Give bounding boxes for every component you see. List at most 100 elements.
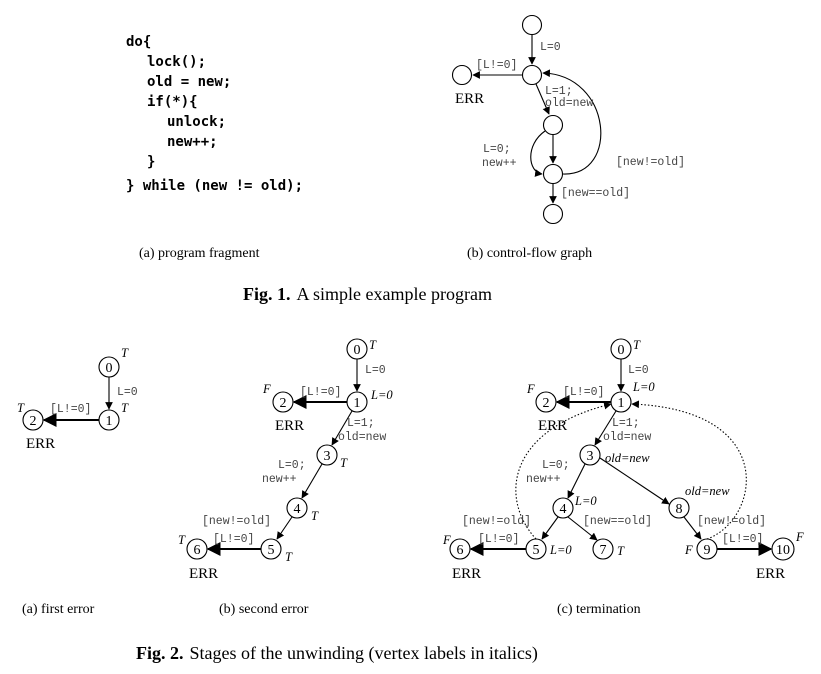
vertex-label: F (795, 530, 804, 544)
cfg-node (542, 163, 564, 185)
tree-edge-label: [L!=0] (213, 533, 254, 546)
tree-edge-label: new++ (526, 473, 561, 486)
code-line: if(*){ (147, 94, 198, 110)
vertex-label: T (121, 346, 129, 360)
code-line: new++; (167, 134, 218, 150)
vertex-label: T (369, 338, 377, 352)
subcaption-2a: (a) first error (22, 602, 95, 617)
tree-edge-label: [L!=0] (50, 403, 91, 416)
tree-node (552, 497, 574, 519)
node-id: 4 (560, 502, 567, 517)
tree-edge-label: [new!=old] (462, 515, 531, 528)
vertex-label: old=new (605, 451, 650, 465)
vertex-label: T (340, 456, 348, 470)
node-id: 7 (600, 543, 607, 558)
vertex-label: old=new (685, 484, 730, 498)
err-label: ERR (538, 418, 567, 434)
figure-1-caption: Fig. 1. A simple example program (243, 284, 492, 304)
node-id: 6 (194, 543, 201, 558)
vertex-label: T (178, 533, 186, 547)
vertex-label: F (684, 543, 693, 557)
node-id: 2 (543, 396, 550, 411)
node-id: 1 (618, 396, 625, 411)
subcaption-2b: (b) second error (219, 602, 309, 617)
node-id: 5 (533, 543, 540, 558)
cfg-edge-label: L=1; (545, 85, 573, 98)
node-id: 8 (676, 502, 683, 517)
node-id: 0 (106, 361, 113, 376)
cfg-edge-label: [L!=0] (476, 59, 517, 72)
code-line: unlock; (167, 114, 226, 130)
tree-edge-label: [L!=0] (563, 386, 604, 399)
tree-node (286, 497, 308, 519)
cfg-node (542, 114, 564, 136)
cfg-node (451, 64, 473, 86)
tree-edge-label: [L!=0] (722, 533, 763, 546)
code-line: } (147, 154, 155, 170)
control-flow-graph (451, 14, 602, 225)
tree-edge-label: [new!=old] (697, 515, 766, 528)
tree-node (592, 538, 614, 560)
tree-edge-label: L=1; (347, 417, 375, 430)
cfg-edge-label: new++ (482, 157, 517, 170)
code-line: lock(); (147, 54, 206, 70)
node-id: 1 (354, 396, 361, 411)
vertex-label: L=0 (574, 494, 597, 508)
code-line: old = new; (147, 74, 231, 90)
tree-node (579, 444, 601, 466)
subcaption-1b: (b) control-flow graph (467, 246, 592, 261)
cfg-node (521, 64, 543, 86)
node-id: 2 (30, 414, 37, 429)
tree-edge-label: [L!=0] (478, 533, 519, 546)
err-label: ERR (275, 418, 304, 434)
vertex-label: T (617, 544, 625, 558)
tree-edge-label: old=new (603, 431, 651, 444)
err-label: ERR (756, 566, 785, 582)
err-label: ERR (26, 436, 55, 452)
tree-edge-label: new++ (262, 473, 297, 486)
vertex-label: T (17, 401, 25, 415)
tree-edge-label: old=new (338, 431, 386, 444)
vertex-label: F (442, 533, 451, 547)
code-line: do{ (126, 34, 151, 50)
node-id: 9 (704, 543, 711, 558)
tree-edge-label: L=1; (612, 417, 640, 430)
tree-edge-label: L=0; (278, 459, 306, 472)
vertex-label: L=0 (549, 543, 572, 557)
vertex-label: F (262, 382, 271, 396)
caption-label: Fig. 1. (243, 284, 291, 304)
node-id: 1 (106, 414, 113, 429)
figure-2-caption: Fig. 2. Stages of the unwinding (vertex l… (136, 643, 538, 664)
node-id: 0 (618, 343, 625, 358)
err-label: ERR (452, 566, 481, 582)
caption-label: Fig. 2. (136, 643, 184, 663)
cfg-edge-label: L=0 (540, 41, 561, 54)
unwinding-termination (449, 338, 795, 561)
node-id: 10 (776, 543, 790, 558)
vertex-label: T (285, 550, 293, 564)
vertex-label: T (633, 338, 641, 352)
vertex-label: T (121, 401, 129, 415)
vertex-label: T (311, 509, 319, 523)
node-id: 5 (268, 543, 275, 558)
cfg-edge-label: L=0; (483, 143, 511, 156)
unwinding-second-error (186, 338, 368, 560)
node-id: 3 (324, 449, 331, 464)
node-id: 0 (354, 343, 361, 358)
program-fragment: do{ lock(); old = new; if(*){ unlock; ne… (126, 34, 303, 194)
subcaption-2c: (c) termination (557, 602, 641, 617)
tree-node (316, 444, 338, 466)
tree-node (668, 497, 690, 519)
cfg-edge-label: [new==old] (561, 187, 630, 200)
tree-edge-label: [new!=old] (202, 515, 271, 528)
tree-edge-label: L=0 (628, 364, 649, 377)
tree-edge-label: L=0 (365, 364, 386, 377)
err-label: ERR (189, 566, 218, 582)
cfg-edge-label: old=new (545, 97, 593, 110)
vertex-label: F (526, 382, 535, 396)
caption-text: Stages of the unwinding (vertex labels i… (190, 643, 538, 664)
unwinding-first-error (22, 356, 120, 431)
caption-text: A simple example program (297, 284, 492, 304)
vertex-label: L=0 (370, 388, 393, 402)
